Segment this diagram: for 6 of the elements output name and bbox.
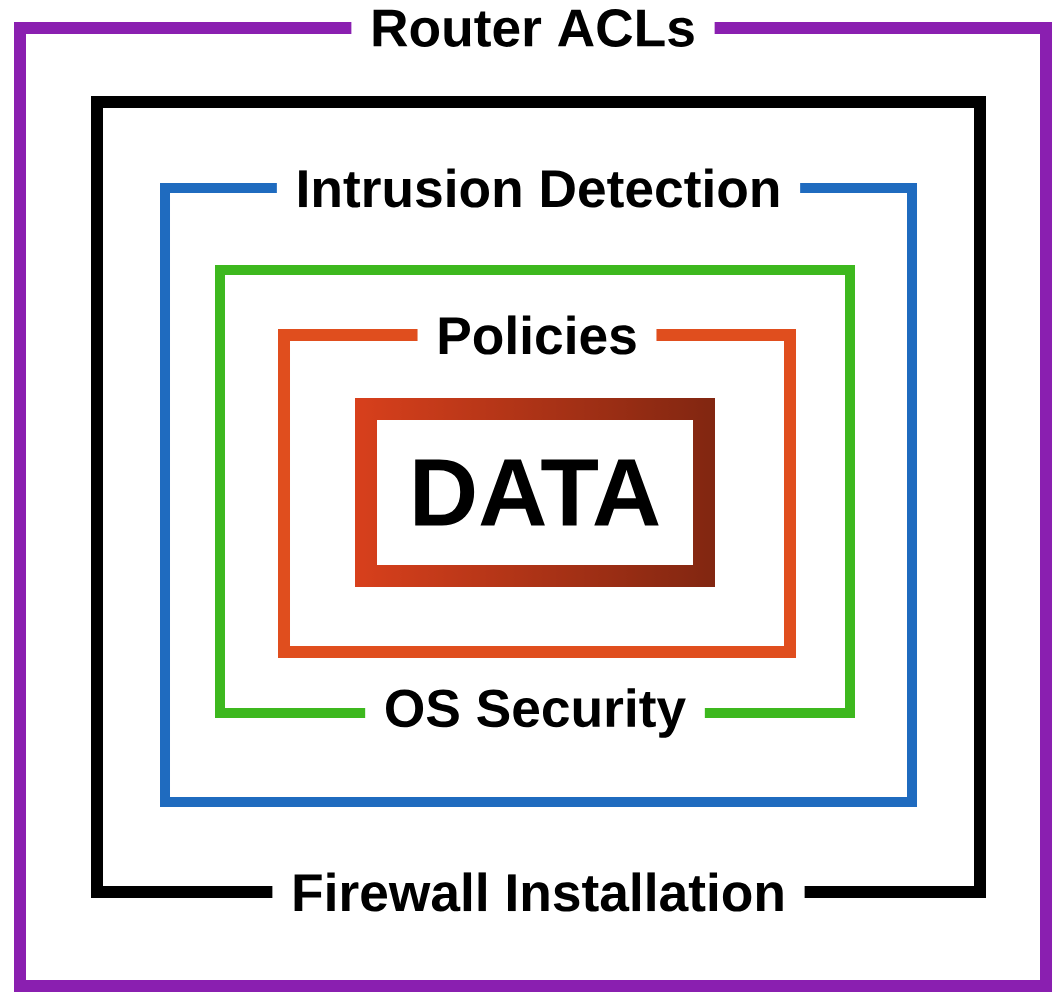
layer-label: Router ACLs [351,6,715,50]
layer-label: Intrusion Detection [276,165,801,211]
data-box: DATA [377,420,693,565]
layer-label: Policies [417,312,657,358]
layer-label: Firewall Installation [272,869,805,915]
layer-label: OS Security [365,685,705,741]
